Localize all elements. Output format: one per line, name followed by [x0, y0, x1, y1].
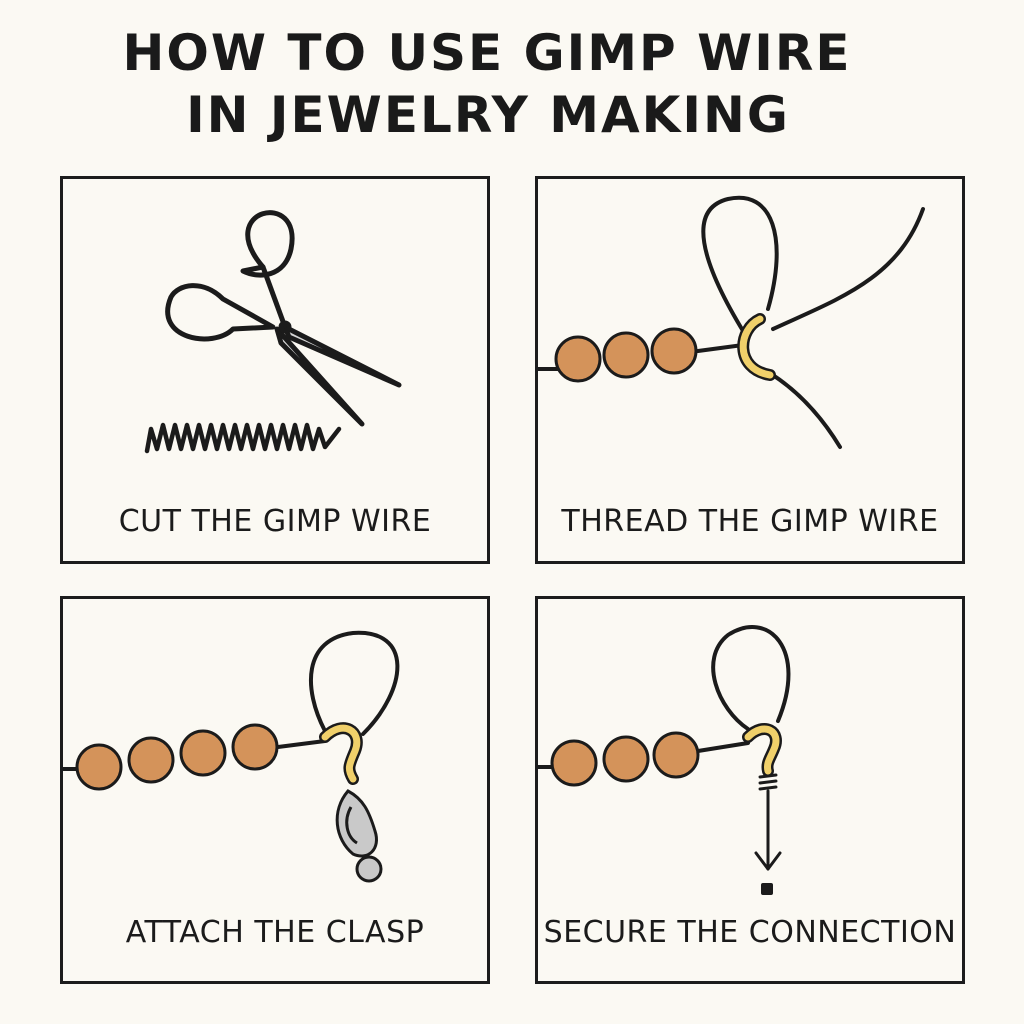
step-caption-thread: THREAD THE GIMP WIRE — [561, 504, 939, 539]
bead — [179, 729, 227, 777]
step-panel-thread: THREAD THE GIMP WIRE — [535, 176, 965, 564]
step-caption-cut: CUT THE GIMP WIRE — [118, 504, 432, 539]
bead — [652, 731, 700, 779]
bead — [554, 335, 602, 383]
wire-loop — [701, 195, 779, 341]
beading-wire-through — [696, 741, 750, 753]
crimp-coil — [758, 773, 778, 791]
step-panel-cut: CUT THE GIMP WIRE — [60, 176, 490, 564]
scissor-blade-bottom — [274, 326, 365, 427]
secure-illustration — [538, 625, 791, 895]
bead — [602, 331, 650, 379]
gimp-wire-coil — [144, 422, 342, 454]
clasp-ring — [355, 855, 383, 883]
bead — [127, 736, 175, 784]
scissor-handle-bottom — [165, 283, 276, 342]
beading-wire-through — [276, 739, 327, 749]
page-title: HOW TO USE GIMP WIRE IN JEWELRY MAKING — [0, 22, 1024, 146]
step-caption-secure: SECURE THE CONNECTION — [543, 915, 957, 950]
bead — [231, 723, 279, 771]
step-caption-attach: ATTACH THE CLASP — [125, 915, 425, 950]
bead — [75, 743, 123, 791]
arrow-down-icon — [754, 789, 782, 871]
wire-loop — [308, 630, 400, 736]
wire-tail-down — [761, 367, 842, 449]
bead — [550, 739, 598, 787]
title-line-1: HOW TO USE GIMP WIRE — [122, 24, 852, 82]
scissors-illustration — [144, 210, 402, 454]
wire-loop — [711, 625, 791, 731]
step-panel-attach: ATTACH THE CLASP — [60, 596, 490, 984]
bead-strand — [554, 327, 698, 383]
scissor-handle-top — [240, 210, 295, 278]
scissors-icon — [165, 210, 402, 427]
clasp-icon — [335, 789, 383, 883]
attach-illustration — [63, 630, 400, 883]
bead — [602, 735, 650, 783]
beading-wire-through — [696, 343, 745, 353]
wire-tail-up — [771, 207, 925, 331]
scissor-pivot — [278, 320, 292, 334]
title-line-2: IN JEWELRY MAKING — [186, 86, 790, 144]
step-panel-secure: SECURE THE CONNECTION — [535, 596, 965, 984]
bead — [650, 327, 698, 375]
crimp-bead — [761, 883, 773, 895]
thread-illustration — [538, 195, 925, 449]
bead-strand — [550, 731, 700, 787]
bead-strand — [75, 723, 279, 791]
